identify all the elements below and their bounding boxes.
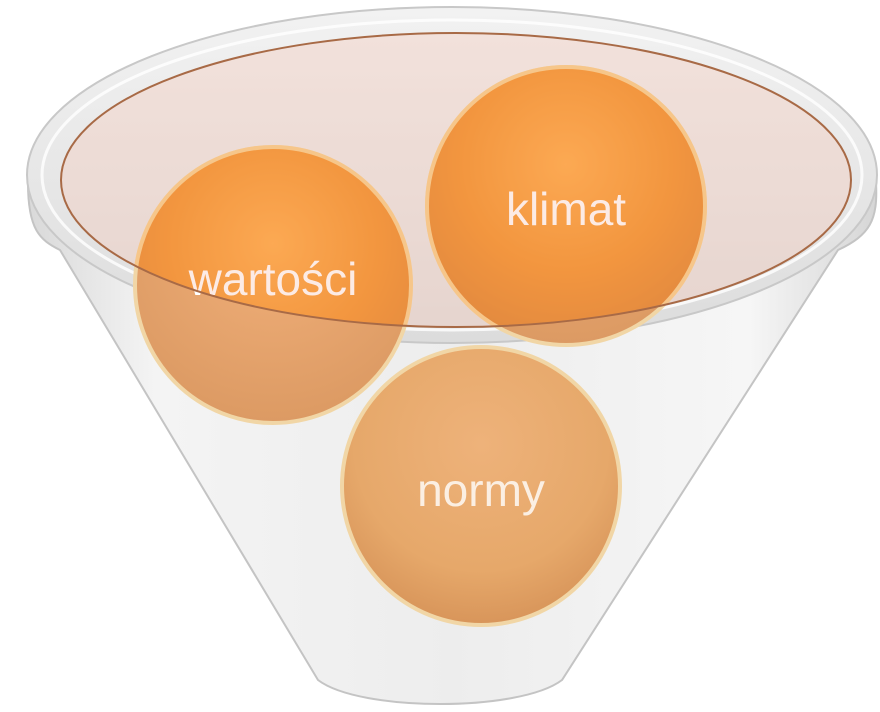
ball-wartosci: wartości — [133, 145, 413, 425]
ball-normy-shape — [340, 345, 622, 627]
ball-normy: normy — [340, 345, 622, 627]
ball-klimat: klimat — [425, 65, 707, 347]
ball-normy-label: normy — [417, 464, 545, 516]
ball-klimat-label: klimat — [506, 183, 626, 235]
funnel-rim-inner-edge — [40, 18, 864, 332]
funnel-opening — [60, 32, 852, 328]
